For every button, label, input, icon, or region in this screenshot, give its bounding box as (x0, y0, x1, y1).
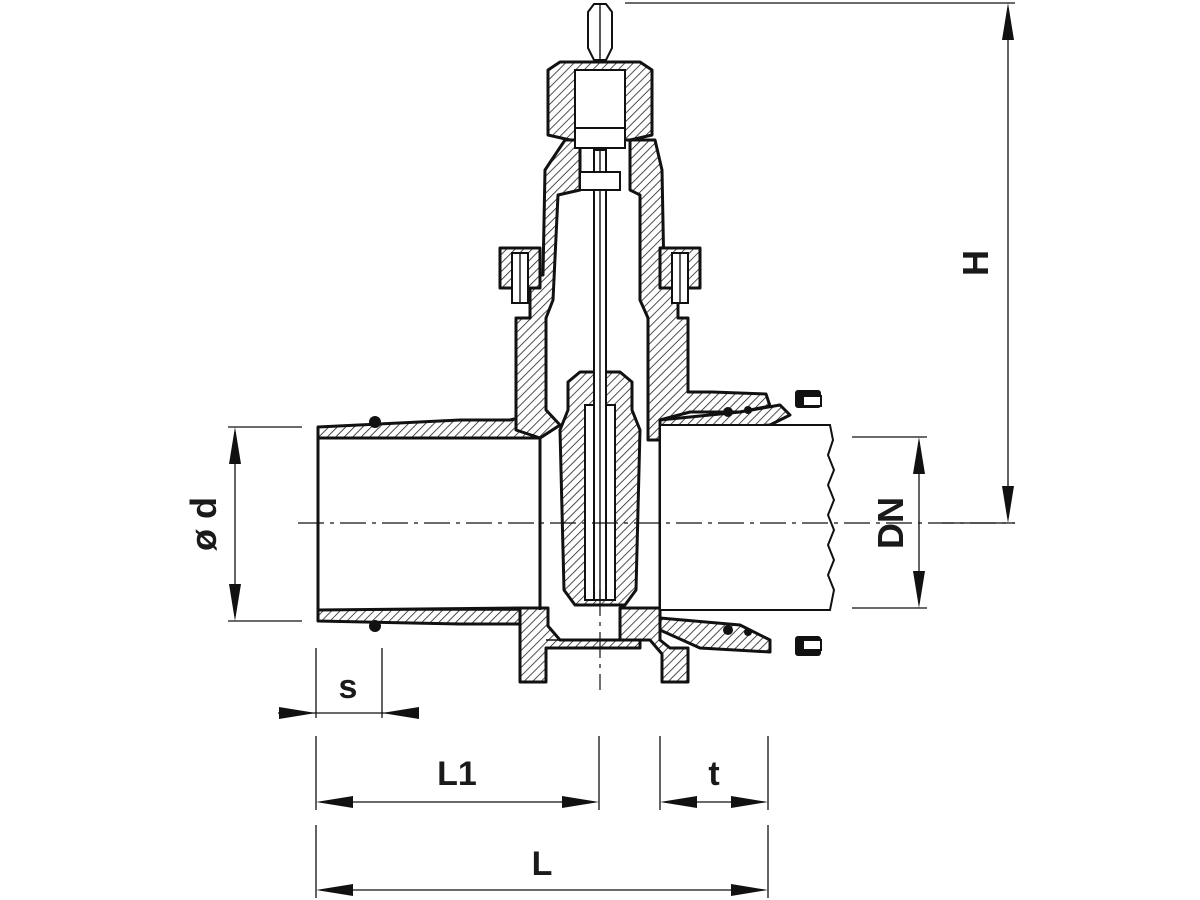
dimension-label-h: H (955, 250, 996, 276)
bonnet-bolt-right (658, 246, 702, 304)
weld-bead-bottom (369, 620, 381, 632)
right-socket-bottom (658, 616, 772, 654)
dimension-dn: DN (852, 436, 927, 609)
bonnet-bolt-left (498, 246, 542, 304)
dimension-h: H (625, 2, 1015, 524)
dimension-label-t: t (708, 755, 719, 793)
valve-body (316, 3, 836, 684)
dimension-t: t (659, 736, 769, 810)
dimension-d: ø d (183, 426, 302, 622)
dimension-l: L (315, 825, 769, 898)
body-bottom (518, 606, 642, 684)
inserted-pipe (659, 424, 836, 611)
weld-bead-top (369, 416, 381, 428)
body-bonnet-left (514, 138, 582, 440)
dimension-label-s: s (339, 668, 358, 706)
dimension-label-l: L (532, 845, 553, 883)
dimension-label-dn: DN (870, 497, 911, 549)
gland-nut (574, 127, 626, 149)
body-bonnet-right (628, 138, 772, 442)
dimension-l1: L1 (315, 736, 600, 810)
dimension-s: s (278, 648, 419, 719)
dimension-label-d: ø d (183, 497, 224, 551)
dimension-label-l1: L1 (437, 755, 477, 793)
